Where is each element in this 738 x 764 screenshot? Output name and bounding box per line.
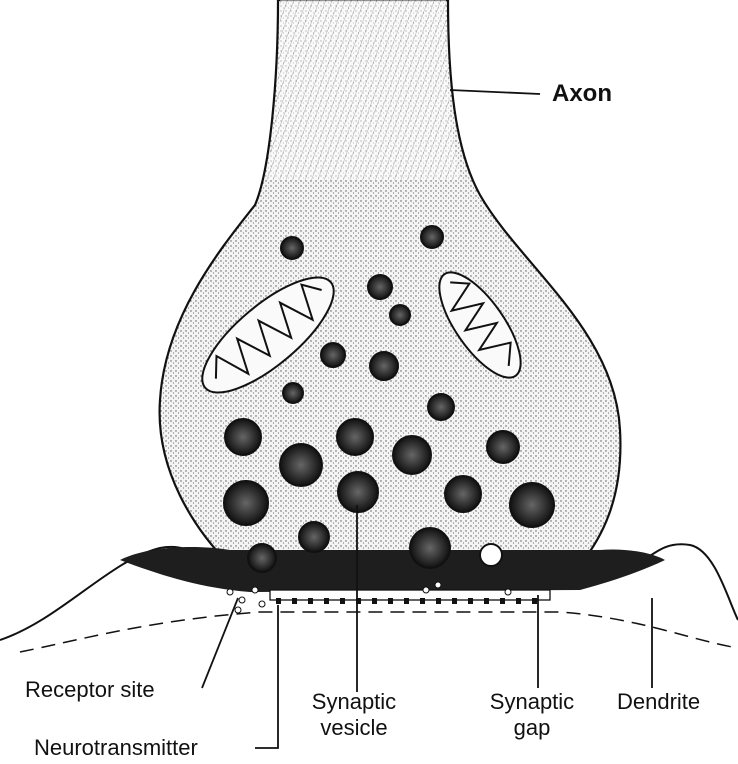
leader-neurotransmitter	[255, 605, 278, 748]
vesicle	[393, 436, 431, 474]
vesicle	[283, 383, 303, 403]
vesicle	[224, 481, 268, 525]
dendrite-inner-line	[20, 612, 738, 652]
vesicle	[445, 476, 481, 512]
vesicle	[248, 544, 276, 572]
vesicle	[480, 544, 502, 566]
label-neurotransmitter: Neurotransmitter	[34, 736, 198, 760]
vesicle	[338, 472, 378, 512]
synaptic-cleft-band	[120, 547, 665, 592]
label-axon: Axon	[552, 82, 612, 106]
vesicle	[487, 431, 519, 463]
vesicle	[428, 394, 454, 420]
axon-shaft	[265, 0, 462, 180]
leader-axon	[450, 90, 540, 94]
vesicle	[510, 483, 554, 527]
vesicle	[299, 522, 329, 552]
label-synaptic-vesicle-line1: Synaptic	[312, 690, 396, 714]
vesicle	[421, 226, 443, 248]
vesicle	[410, 528, 450, 568]
label-dendrite: Dendrite	[617, 690, 700, 714]
vesicle	[337, 419, 373, 455]
label-synaptic-vesicle-line2: vesicle	[320, 716, 387, 740]
vesicle	[368, 275, 392, 299]
vesicle	[370, 352, 398, 380]
label-receptor-site: Receptor site	[25, 678, 155, 702]
vesicle	[390, 305, 410, 325]
vesicle	[281, 237, 303, 259]
leader-receptor-site	[202, 598, 238, 688]
vesicle	[321, 343, 345, 367]
vesicle	[280, 444, 322, 486]
vesicle	[225, 419, 261, 455]
label-synaptic-gap-line1: Synaptic	[490, 690, 574, 714]
label-synaptic-gap-line2: gap	[514, 716, 551, 740]
